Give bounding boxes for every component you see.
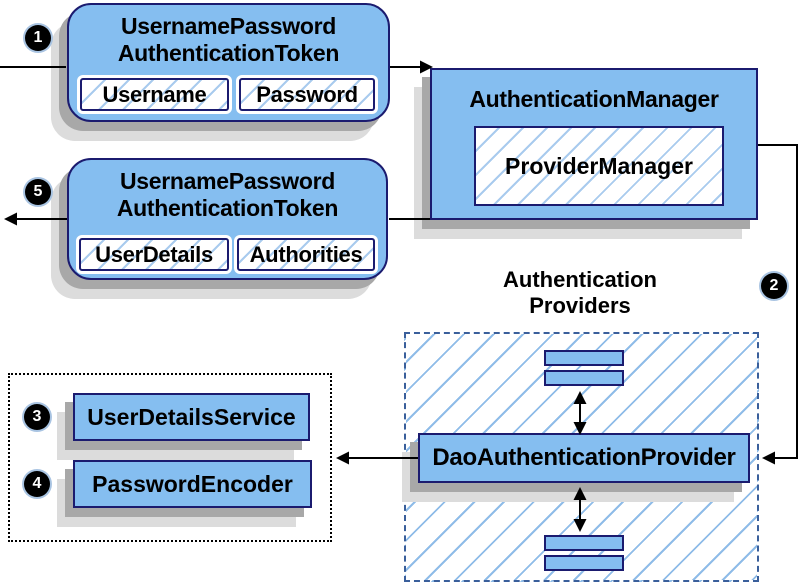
authentication-manager-title: AuthenticationManager xyxy=(469,86,719,112)
arrowhead-to-provider xyxy=(762,451,775,465)
username-password-token-response: UsernamePassword AuthenticationToken Use… xyxy=(67,158,388,280)
authorities-field-box: Authorities xyxy=(237,238,375,271)
step-5-badge: 5 xyxy=(25,179,51,205)
provider-manager-box: ProviderManager xyxy=(474,126,724,206)
request-token-title: UsernamePassword AuthenticationToken xyxy=(69,5,388,67)
provider-placeholder-rect-bottom-1 xyxy=(544,535,624,551)
authentication-providers-heading-line2: Providers xyxy=(529,293,631,318)
request-token-title-line2: AuthenticationToken xyxy=(117,40,340,66)
step-3-badge: 3 xyxy=(24,404,50,430)
services-group xyxy=(8,373,332,542)
password-field-box: Password xyxy=(239,78,375,111)
dao-authentication-provider-box: DaoAuthenticationProvider xyxy=(418,433,750,483)
response-token-title: UsernamePassword AuthenticationToken xyxy=(69,160,386,222)
username-field-box: Username xyxy=(80,78,229,111)
flow-line-manager-to-provider xyxy=(758,144,798,459)
arrowhead-to-services xyxy=(336,451,349,465)
provider-placeholder-rect-top-1 xyxy=(544,350,624,366)
provider-placeholder-rect-top-2 xyxy=(544,370,624,386)
authentication-providers-heading: Authentication Providers xyxy=(460,267,700,319)
authentication-manager-box: AuthenticationManager ProviderManager xyxy=(430,68,758,220)
authentication-providers-heading-line1: Authentication xyxy=(503,267,657,292)
step-4-badge: 4 xyxy=(24,471,50,497)
provider-placeholder-rect-bottom-2 xyxy=(544,555,624,571)
arrowhead-response-out xyxy=(4,212,17,226)
username-password-token-request: UsernamePassword AuthenticationToken Use… xyxy=(67,3,390,122)
step-1-badge: 1 xyxy=(25,25,51,51)
userdetails-field-box: UserDetails xyxy=(79,238,229,271)
step-2-badge: 2 xyxy=(761,273,787,299)
user-details-service-box: UserDetailsService xyxy=(73,393,310,441)
response-token-title-line2: AuthenticationToken xyxy=(116,195,339,221)
password-encoder-box: PasswordEncoder xyxy=(73,460,312,508)
request-token-title-line1: UsernamePassword xyxy=(120,13,337,39)
response-token-title-line1: UsernamePassword xyxy=(119,168,336,194)
